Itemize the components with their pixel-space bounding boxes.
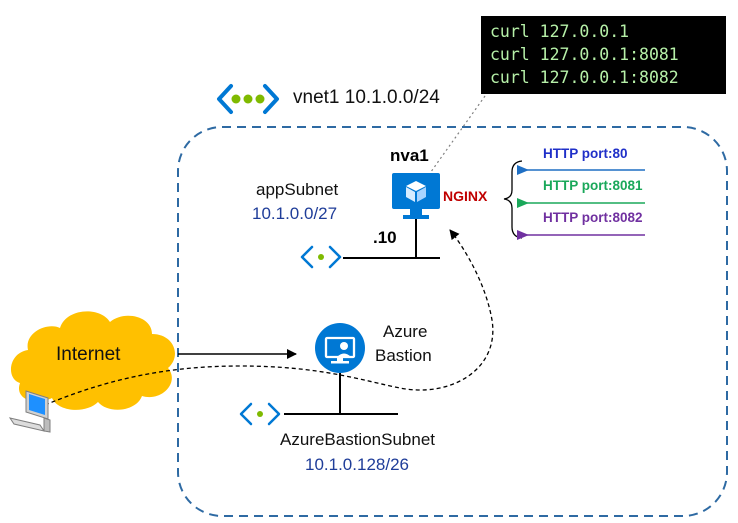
vnet-boundary <box>177 126 728 517</box>
client-computer-icon <box>8 390 51 433</box>
app-subnet-cidr: 10.1.0.0/27 <box>252 204 338 223</box>
http-port-8082-label: HTTP port:8082 <box>543 210 643 225</box>
bastion-subnet-name: AzureBastionSubnet <box>280 430 435 449</box>
app-subnet-name: appSubnet <box>256 180 339 199</box>
client-to-nva-curve <box>44 229 494 406</box>
cube-icon <box>406 181 426 202</box>
http-brace <box>503 160 523 239</box>
subnet-icon-bastion <box>239 402 281 426</box>
curl-command-1: curl 127.0.0.1 <box>490 22 630 41</box>
http-port-80-label: HTTP port:80 <box>543 146 628 161</box>
internet-label: Internet <box>56 344 121 365</box>
bastion-label-line2: Bastion <box>375 346 432 365</box>
cloud-icon <box>10 311 175 410</box>
bastion-label-line1: Azure <box>383 322 428 341</box>
vnet-label: vnet1 10.1.0.0/24 <box>293 87 440 108</box>
vnet-icon <box>217 84 279 114</box>
http-port-8081-label: HTTP port:8081 <box>543 178 643 193</box>
nva-ip-suffix: .10 <box>373 228 397 247</box>
subnet-icon <box>300 245 342 269</box>
curl-command-2: curl 127.0.0.1:8081 <box>490 45 679 64</box>
vm-icon <box>392 173 440 219</box>
nginx-label: NGINX <box>443 188 488 204</box>
bastion-icon <box>315 323 365 373</box>
bastion-subnet-cidr: 10.1.0.128/26 <box>305 455 409 474</box>
nva-name: nva1 <box>390 146 429 165</box>
curl-command-3: curl 127.0.0.1:8082 <box>490 68 679 87</box>
terminal-box: curl 127.0.0.1 curl 127.0.0.1:8081 curl … <box>481 16 726 94</box>
